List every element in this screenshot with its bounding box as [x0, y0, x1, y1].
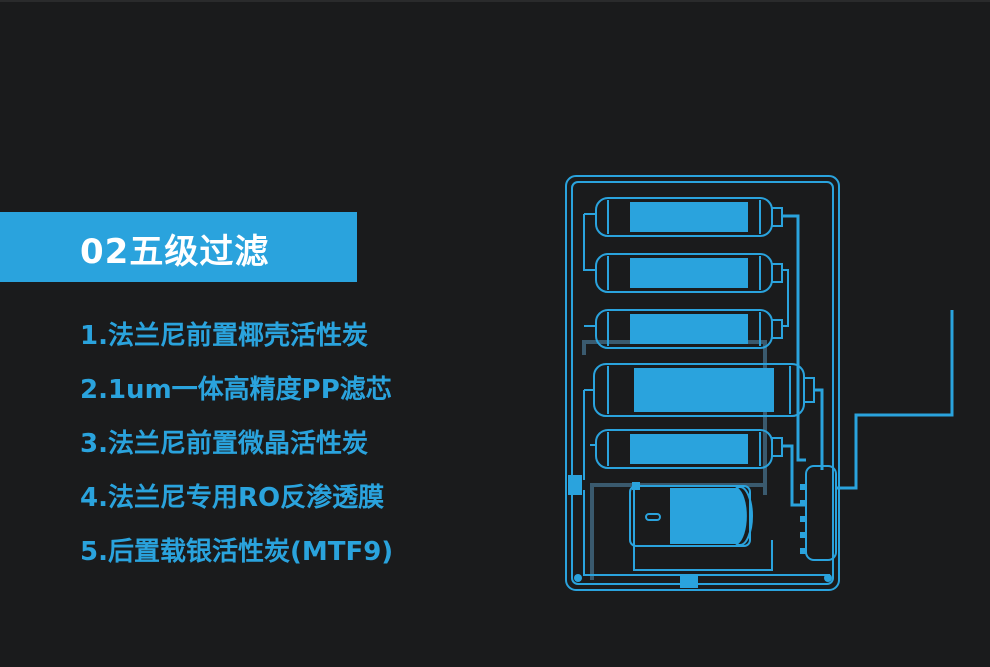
casing-outer — [565, 175, 840, 591]
pipe — [583, 490, 830, 576]
casing-inner — [571, 181, 834, 585]
water-filter-diagram-icon: .ln { stroke:#2aa3dd; fill:none; stroke-… — [565, 175, 954, 591]
pump-tank — [629, 482, 753, 547]
filter-cartridge-2 — [595, 253, 783, 293]
filter-cartridge-5 — [595, 429, 783, 469]
filter-cartridge-1 — [595, 197, 783, 237]
filter-stage-4: 4.法兰尼专用RO反渗透膜 — [80, 483, 385, 513]
fitting — [574, 574, 582, 582]
filter-cartridge-3 — [595, 309, 783, 349]
filter-stage-3: 3.法兰尼前置微晶活性炭 — [80, 429, 368, 459]
pipe — [782, 214, 806, 462]
filter-stage-5: 5.后置载银活性炭(MTF9) — [80, 537, 394, 567]
section-banner: 02五级过滤 — [0, 212, 357, 282]
pipe — [583, 389, 594, 480]
bottom-connector — [680, 576, 698, 588]
pipe — [633, 490, 773, 571]
pipe — [782, 444, 806, 507]
pipe — [782, 269, 789, 327]
filter-stage-2: 2.1um一体高精度PP滤芯 — [80, 375, 392, 405]
filter-stage-list: 1.法兰尼前置椰壳活性炭 2.1um一体高精度PP滤芯 3.法兰尼前置微晶活性炭… — [80, 316, 393, 586]
fitting — [824, 574, 832, 582]
side-connector — [568, 475, 582, 495]
filter-stage-1: 1.法兰尼前置椰壳活性炭 — [80, 321, 368, 351]
pipe — [814, 388, 824, 470]
pipe — [583, 213, 596, 271]
section-title: 02五级过滤 — [80, 232, 270, 272]
top-divider — [0, 0, 990, 2]
outlet-pipe — [836, 310, 954, 490]
ro-membrane-cartridge — [593, 363, 815, 417]
valve-block — [800, 465, 837, 561]
